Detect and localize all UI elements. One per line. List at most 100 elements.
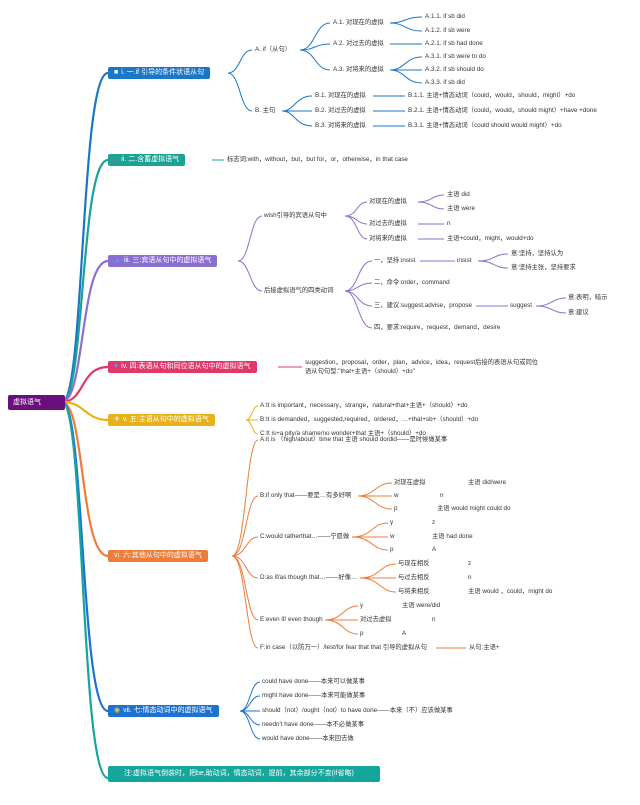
b1-b1: B.1. 对现在的虚拟 (315, 92, 366, 99)
b1-a12: A.1.2. if sb were (425, 27, 471, 34)
b6-b3a: 主语 would might could do (437, 505, 511, 512)
branch-7-node[interactable]: ◉vii. 七:情态动词中的虚拟语气 (108, 705, 219, 717)
b6-e1: y (360, 602, 364, 609)
branch-6-node[interactable]: vi. 六:其他从句中的虚拟语气 (108, 550, 208, 562)
b7-l4: needn't have done——本不必做某事 (262, 721, 364, 728)
b6-fa: 从句:主语+ (469, 644, 500, 651)
branch-2-label: ii. 二.含蓄虚拟语气 (121, 156, 180, 163)
branch-4-node[interactable]: ♥iv. 四:表语从句和同位语从句中的虚拟语气 (108, 361, 257, 373)
b3-w3a: 主语+could，might，would+do (447, 235, 534, 242)
branch-1-label: i. 一.if 引导的条件状语从句 (121, 69, 205, 76)
branch-1-node[interactable]: ■i. 一.if 引导的条件状语从句 (108, 67, 211, 79)
b6-e3: p (360, 630, 364, 637)
b3-v1: 一，坚持:insist (374, 257, 416, 264)
b6-e2: 对过去虚拟 (360, 616, 392, 623)
house-icon: ⌂ (114, 156, 119, 163)
b4-line2: 语从句句型:"that+主语+（should）+do" (305, 368, 415, 375)
b3-v2: 二，命令:order，command (374, 279, 450, 286)
b1-b11: B.1.1. 主语+情态动词（could，would，should，might）… (408, 92, 576, 99)
b2-note: 标志词:with，without，but，but for，or，otherwis… (227, 156, 408, 163)
b3-v3a: suggest (510, 302, 533, 309)
branch-8-label: 注:虚拟语气倒装时，把be,助动词，情态动词，提前，其余部分不变(if省略) (124, 770, 354, 777)
b6-b1a: 主语 did/were (468, 479, 507, 486)
b6-d1: 与现在相反 (398, 560, 430, 567)
b6-b2a: n (440, 492, 444, 499)
b6-b: B:if only that——要是…有多好啊 (260, 492, 352, 499)
b3-v1c: 意:坚持主张，坚持要求 (511, 264, 576, 271)
b5-a: A:It is important，necessary，strange，natu… (260, 402, 468, 409)
blue-square-icon: ■ (114, 69, 119, 76)
b3-v1b: 意:坚持，坚持认为 (511, 250, 564, 257)
b6-e: E:even if/ even though (260, 616, 323, 623)
b7-l2: might have done——本来可能做某事 (262, 692, 366, 699)
b6-d2: 与过去相反 (398, 574, 430, 581)
b6-d3: 与将来相反 (398, 588, 430, 595)
b7-l1: could have done——本来可以做某事 (262, 678, 365, 685)
b3-after: 后接虚拟语气的四类动词 (264, 287, 334, 294)
b3-v3: 三，建议:suggest,advise，propose (374, 302, 472, 309)
root-node: 虚拟语气 (8, 395, 65, 410)
b6-e2a: n (432, 616, 436, 623)
b1-a31: A.3.1. if sb were to do (425, 53, 486, 60)
b1-a11: A.1.1. if sb did (425, 13, 465, 20)
b6-e1a: 主语 were/did (402, 602, 441, 609)
branch-2-node[interactable]: ⌂ii. 二.含蓄虚拟语气 (108, 154, 186, 166)
branch-6-label: vi. 六:其他从句中的虚拟语气 (114, 552, 202, 559)
b6-b2: w (394, 492, 399, 499)
b3-w1b: 主语 were (447, 205, 475, 212)
b6-c2a: 主语 had done (432, 533, 473, 540)
b6-b1: 对现在虚拟 (394, 479, 426, 486)
b6-c3a: A (432, 546, 437, 553)
b1-a21: A.2.1. if sb had done (425, 40, 483, 47)
branch-8-node[interactable]: 注:虚拟语气倒装时，把be,助动词，情态动词，提前，其余部分不变(if省略) (108, 766, 380, 782)
b6-f: F:in case（以防万一）/lest/for fear that that … (260, 644, 427, 651)
triangle-icon: ▲ (114, 257, 121, 264)
b1-a32: A.3.2. if sb should do (425, 66, 484, 73)
b6-c1a: z (432, 519, 436, 526)
b6-d3a: 主语 would ，could，might do (468, 588, 553, 595)
b3-v4: 四，要求:require，request，demand，desire (374, 324, 501, 331)
b6-c: C:would ratherthat…——宁愿做 (260, 533, 350, 540)
b7-l5: would have done——本来回去做 (262, 735, 354, 742)
b5-c: C:It is+a pity/a shame/no wonder+that 主语… (260, 430, 426, 437)
b3-w1a: 主语 did (447, 191, 470, 198)
b6-c3: p (390, 546, 394, 553)
b6-a: A:it is （high/about）time that 主语 should … (260, 436, 448, 443)
branch-5-label: v. 五:主语从句中的虚拟语气 (122, 416, 209, 423)
b1-b31: B.3.1. 主语+情态动词（could should would might）… (408, 122, 562, 129)
b1-a: A. if（从句） (255, 46, 292, 53)
b6-e3a: A (402, 630, 407, 637)
b3-v3c: 意:建议 (568, 309, 589, 316)
b6-c2: w (390, 533, 395, 540)
b1-a2: A.2. 对过去的虚拟 (333, 40, 384, 47)
b4-line1: suggestion，proposal，order，plan，advice，id… (305, 359, 539, 366)
b6-b3: p (394, 505, 398, 512)
branch-7-label: vii. 七:情态动词中的虚拟语气 (123, 707, 213, 714)
b1-a1: A.1. 对现在的虚拟 (333, 19, 384, 26)
b3-w2: 对过去的虚拟 (369, 220, 407, 227)
branch-5-node[interactable]: ✈v. 五:主语从句中的虚拟语气 (108, 414, 215, 426)
b1-b21: B.2.1. 主语+情态动词（could，would，should might）… (408, 107, 597, 114)
b1-a33: A.3.3. if sb did (425, 79, 465, 86)
b3-w2a: n (447, 220, 451, 227)
branch-4-label: iv. 四:表语从句和同位语从句中的虚拟语气 (121, 363, 251, 370)
b6-c1: y (390, 519, 394, 526)
b1-b2: B.2. 对过去的虚拟 (315, 107, 366, 114)
b3-w3: 对将来的虚拟 (369, 235, 407, 242)
b6-d1a: z (468, 560, 472, 567)
b3-v1a: insist (457, 257, 472, 264)
coin-icon: ◉ (114, 707, 121, 714)
b3-w1: 对现在的虚拟 (369, 198, 407, 205)
branch-3-node[interactable]: ▲iii. 三:宾语从句中的虚拟语气 (108, 255, 218, 267)
b1-b: B. 主句 (255, 107, 276, 114)
b1-a3: A.3. 对将来的虚拟 (333, 66, 384, 73)
b3-v3b: 意:表明，暗示 (568, 294, 608, 301)
b6-d2a: n (468, 574, 472, 581)
heart-icon: ♥ (114, 363, 119, 370)
plane-icon: ✈ (114, 416, 120, 423)
b6-d: D:as if/as though that…——好像… (260, 574, 358, 581)
b7-l3: should（not）/ought（not）to have done——本来（不… (262, 707, 453, 714)
b1-b3: B.3. 对将来的虚拟 (315, 122, 366, 129)
b3-wish: wish引导的宾语从句中 (264, 212, 327, 219)
